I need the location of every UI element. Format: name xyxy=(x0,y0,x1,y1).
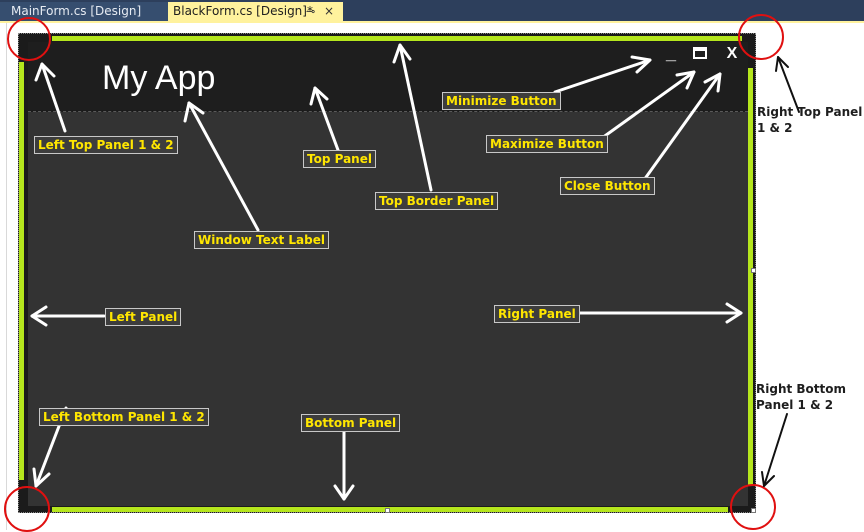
callout-top-panel: Top Panel xyxy=(303,150,376,168)
pin-icon[interactable]: ⊸ xyxy=(306,5,316,18)
top-panel-divider xyxy=(28,111,748,112)
minimize-button[interactable]: _ xyxy=(665,43,676,63)
right-top-corner-marker xyxy=(738,14,784,60)
close-button[interactable]: X xyxy=(726,45,738,62)
resize-handle-right[interactable] xyxy=(751,268,756,273)
bottom-panel-highlight xyxy=(52,507,728,512)
top-panel[interactable] xyxy=(28,42,748,110)
callout-bottom-panel: Bottom Panel xyxy=(301,414,401,432)
left-panel-highlight xyxy=(19,62,24,480)
callout-minimize-button: Minimize Button xyxy=(442,92,561,110)
callout-left-bottom-panel: Left Bottom Panel 1 & 2 xyxy=(39,408,209,426)
active-tab-underline xyxy=(0,21,864,23)
resize-handle-bottom[interactable] xyxy=(385,508,390,513)
right-bottom-corner-marker xyxy=(730,484,776,530)
tab-label: BlackForm.cs [Design]* xyxy=(173,4,313,18)
window-text-label: My App xyxy=(102,59,216,97)
left-top-corner-marker xyxy=(7,17,51,61)
maximize-icon xyxy=(693,47,707,59)
callout-left-top-panel: Left Top Panel 1 & 2 xyxy=(34,136,178,154)
note-line: 1 & 2 xyxy=(757,121,793,135)
tab-label: MainForm.cs [Design] xyxy=(11,4,142,18)
maximize-button[interactable] xyxy=(693,46,707,59)
note-right-top-panel: Right Top Panel 1 & 2 xyxy=(757,104,862,136)
right-panel-highlight xyxy=(748,68,753,486)
tab-blackform-design[interactable]: BlackForm.cs [Design]* ⊸ × xyxy=(168,2,343,21)
close-tab-icon[interactable]: × xyxy=(324,4,335,18)
note-line: Panel 1 & 2 xyxy=(756,398,834,412)
callout-close-button: Close Button xyxy=(560,177,655,195)
tab-mainform-design[interactable]: MainForm.cs [Design] xyxy=(0,2,169,21)
callout-right-panel: Right Panel xyxy=(494,305,580,323)
callout-maximize-button: Maximize Button xyxy=(486,135,608,153)
designer-left-edge xyxy=(6,23,7,530)
note-line: Right Top Panel xyxy=(757,105,863,119)
note-line: Right Bottom xyxy=(756,382,847,396)
note-right-bottom-panel: Right Bottom Panel 1 & 2 xyxy=(756,381,846,413)
callout-top-border-panel: Top Border Panel xyxy=(375,192,499,210)
callout-left-panel: Left Panel xyxy=(105,308,182,326)
callout-window-text-label: Window Text Label xyxy=(194,231,329,249)
top-border-panel-highlight xyxy=(52,36,742,41)
